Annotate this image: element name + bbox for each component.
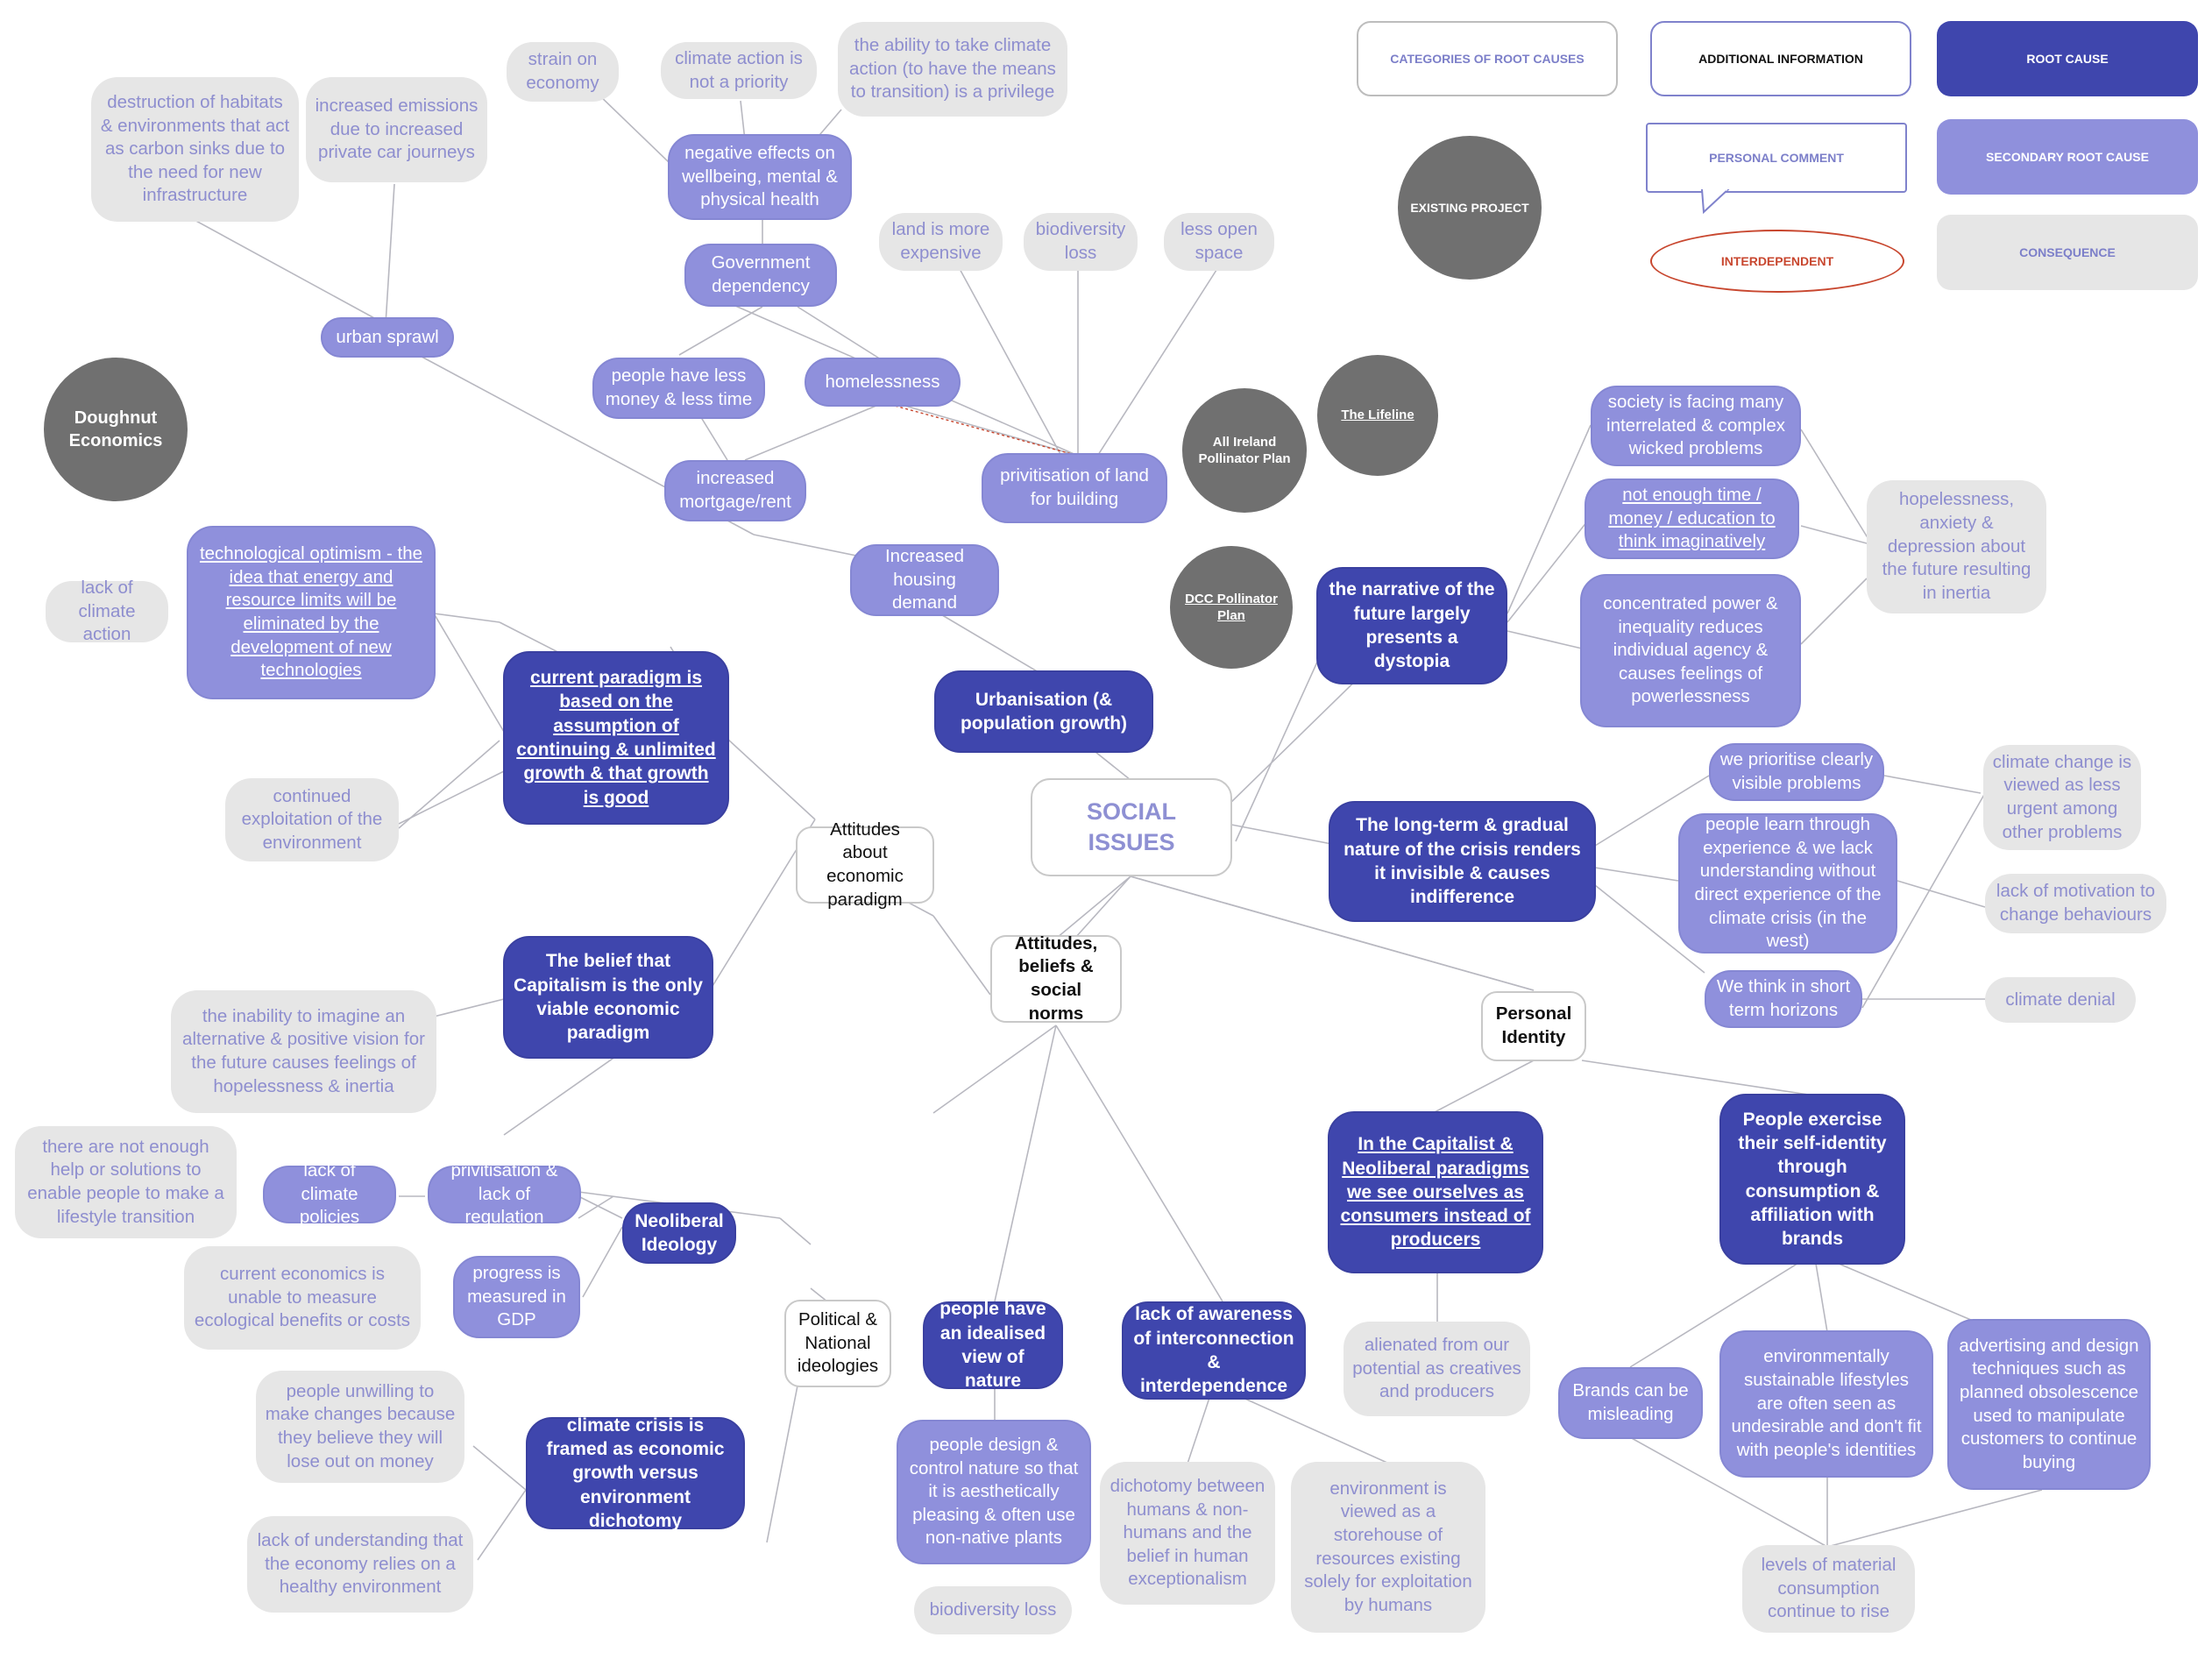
category-political-ideologies: Political & National ideologies [784, 1300, 891, 1387]
secondary-progress-measured-gdp: progress is measured in GDP [453, 1256, 580, 1338]
consequence-destruction-of-habitats: destruction of habitats & environments t… [91, 77, 299, 222]
secondary-brands-misleading: Brands can be misleading [1558, 1367, 1703, 1439]
legend-categories: CATEGORIES OF ROOT CAUSES [1357, 21, 1618, 96]
secondary-homelessness: homelessness [805, 358, 961, 407]
root-current-paradigm-growth: current paradigm is based on the assumpt… [503, 651, 729, 825]
secondary-lack-of-climate-policies: lack of climate policies [263, 1160, 396, 1227]
root-economy-vs-environment: climate crisis is framed as economic gro… [526, 1415, 745, 1531]
secondary-not-enough-time: not enough time / money / education to t… [1585, 479, 1799, 559]
interdependent-link [884, 402, 1079, 457]
project-doughnut-economics: Doughnut Economics [44, 358, 188, 501]
consequence-inability-to-imagine: the inability to imagine an alternative … [171, 990, 436, 1113]
consequence-biodiversity-loss-nature: biodiversity loss [914, 1586, 1072, 1634]
root-dystopian-narrative: the narrative of the future largely pres… [1316, 567, 1507, 684]
root-neoliberal-ideology: Neoliberal Ideology [622, 1202, 736, 1264]
root-urbanisation: Urbanisation (& population growth) [934, 670, 1153, 753]
consequence-increased-emissions: increased emissions due to increased pri… [306, 77, 487, 182]
secondary-increased-housing-demand: Increased housing demand [850, 544, 999, 616]
secondary-less-money-time: people have less money & less time [592, 358, 765, 419]
category-attitudes-beliefs: Attitudes, beliefs & social norms [990, 933, 1122, 1024]
consequence-hopelessness-anxiety: hopelessness, anxiety & depression about… [1867, 480, 2046, 613]
consequence-climate-action-privilege: the ability to take climate action (to h… [838, 22, 1067, 117]
secondary-urban-sprawl: urban sprawl [321, 317, 454, 358]
secondary-technological-optimism: technological optimism - the idea that e… [187, 526, 436, 699]
consequence-climate-action-not-priority: climate action is not a priority [661, 42, 817, 99]
root-lack-of-awareness: lack of awareness of interconnection & i… [1122, 1301, 1306, 1400]
project-dcc-pollinator-plan[interactable]: DCC Pollinator Plan [1170, 546, 1293, 669]
consequence-material-consumption-rises: levels of material consumption continue … [1742, 1545, 1915, 1633]
consequence-biodiversity-loss: biodiversity loss [1024, 213, 1138, 271]
secondary-sustainable-lifestyles-undesirable: environmentally sustainable lifestyles a… [1719, 1330, 1933, 1478]
consequence-less-open-space: less open space [1164, 213, 1274, 271]
consequence-unable-to-measure: current economics is unable to measure e… [184, 1246, 421, 1350]
secondary-wicked-problems: society is facing many interrelated & co… [1591, 386, 1801, 466]
project-all-ireland-pollinator-plan: All Ireland Pollinator Plan [1182, 388, 1307, 513]
consequence-storehouse-of-resources: environment is viewed as a storehouse of… [1291, 1462, 1485, 1633]
consequence-less-urgent: climate change is viewed as less urgent … [1983, 745, 2141, 850]
legend-consequence: CONSEQUENCE [1937, 215, 2198, 290]
legend-additional-information: ADDITIONAL INFORMATION [1650, 21, 1911, 96]
category-personal-identity: Personal Identity [1481, 991, 1586, 1061]
consequence-dichotomy-humans: dichotomy between humans & non-humans an… [1100, 1462, 1275, 1605]
consequence-lack-of-climate-action: lack of climate action [46, 578, 168, 644]
consequence-alienated: alienated from our potential as creative… [1344, 1322, 1530, 1416]
secondary-short-term-horizons: We think in short term horizons [1705, 970, 1862, 1028]
secondary-wellbeing-effects: negative effects on wellbeing, mental & … [668, 134, 852, 220]
secondary-people-design-nature: people design & control nature so that i… [897, 1420, 1091, 1564]
root-idealised-view-of-nature: people have an idealised view of nature [923, 1299, 1063, 1391]
legend-interdependent: INTERDEPENDENT [1650, 230, 1904, 293]
secondary-concentrated-power: concentrated power & inequality reduces … [1580, 574, 1801, 727]
root-capitalism-only-paradigm: The belief that Capitalism is the only v… [503, 936, 713, 1059]
root-long-term-invisible: The long-term & gradual nature of the cr… [1329, 801, 1596, 922]
central-topic: SOCIAL ISSUES [1031, 778, 1232, 876]
secondary-advertising-design-techniques: advertising and design techniques such a… [1947, 1319, 2151, 1490]
legend-root-cause: ROOT CAUSE [1937, 21, 2198, 96]
legend-existing-project: EXISTING PROJECT [1398, 136, 1542, 280]
consequence-continued-exploitation: continued exploitation of the environmen… [225, 778, 399, 861]
secondary-increased-mortgage-rent: increased mortgage/rent [664, 460, 806, 521]
consequence-people-unwilling: people unwilling to make changes because… [256, 1371, 464, 1483]
consequence-land-more-expensive: land is more expensive [879, 213, 1003, 271]
legend-secondary-root-cause: SECONDARY ROOT CAUSE [1937, 119, 2198, 195]
root-self-identity-through-brands: People exercise their self-identity thro… [1719, 1094, 1905, 1265]
project-the-lifeline[interactable]: The Lifeline [1317, 355, 1438, 476]
legend-personal-comment: PERSONAL COMMENT [1646, 123, 1907, 193]
consequence-lack-of-motivation: lack of motivation to change behaviours [1985, 874, 2166, 933]
secondary-privatisation-of-land: privitisation of land for building [982, 453, 1167, 523]
consequence-climate-denial: climate denial [1985, 977, 2136, 1023]
consequence-lack-of-understanding: lack of understanding that the economy r… [247, 1516, 473, 1613]
consequence-not-enough-help: there are not enough help or solutions t… [15, 1126, 237, 1238]
secondary-learn-through-experience: people learn through experience & we lac… [1678, 813, 1897, 954]
secondary-privatisation-lack-of-regulation: privitisation & lack of regulation [428, 1160, 581, 1227]
category-economic-paradigm: Attitudes about economic paradigm [796, 819, 934, 910]
secondary-government-dependency: Government dependency [684, 244, 837, 307]
root-consumers-not-producers: In the Capitalist & Neoliberal paradigms… [1328, 1111, 1543, 1273]
speech-tail-icon [1700, 189, 1730, 214]
secondary-visible-problems: we prioritise clearly visible problems [1709, 743, 1884, 801]
consequence-strain-on-economy: strain on economy [507, 42, 619, 102]
